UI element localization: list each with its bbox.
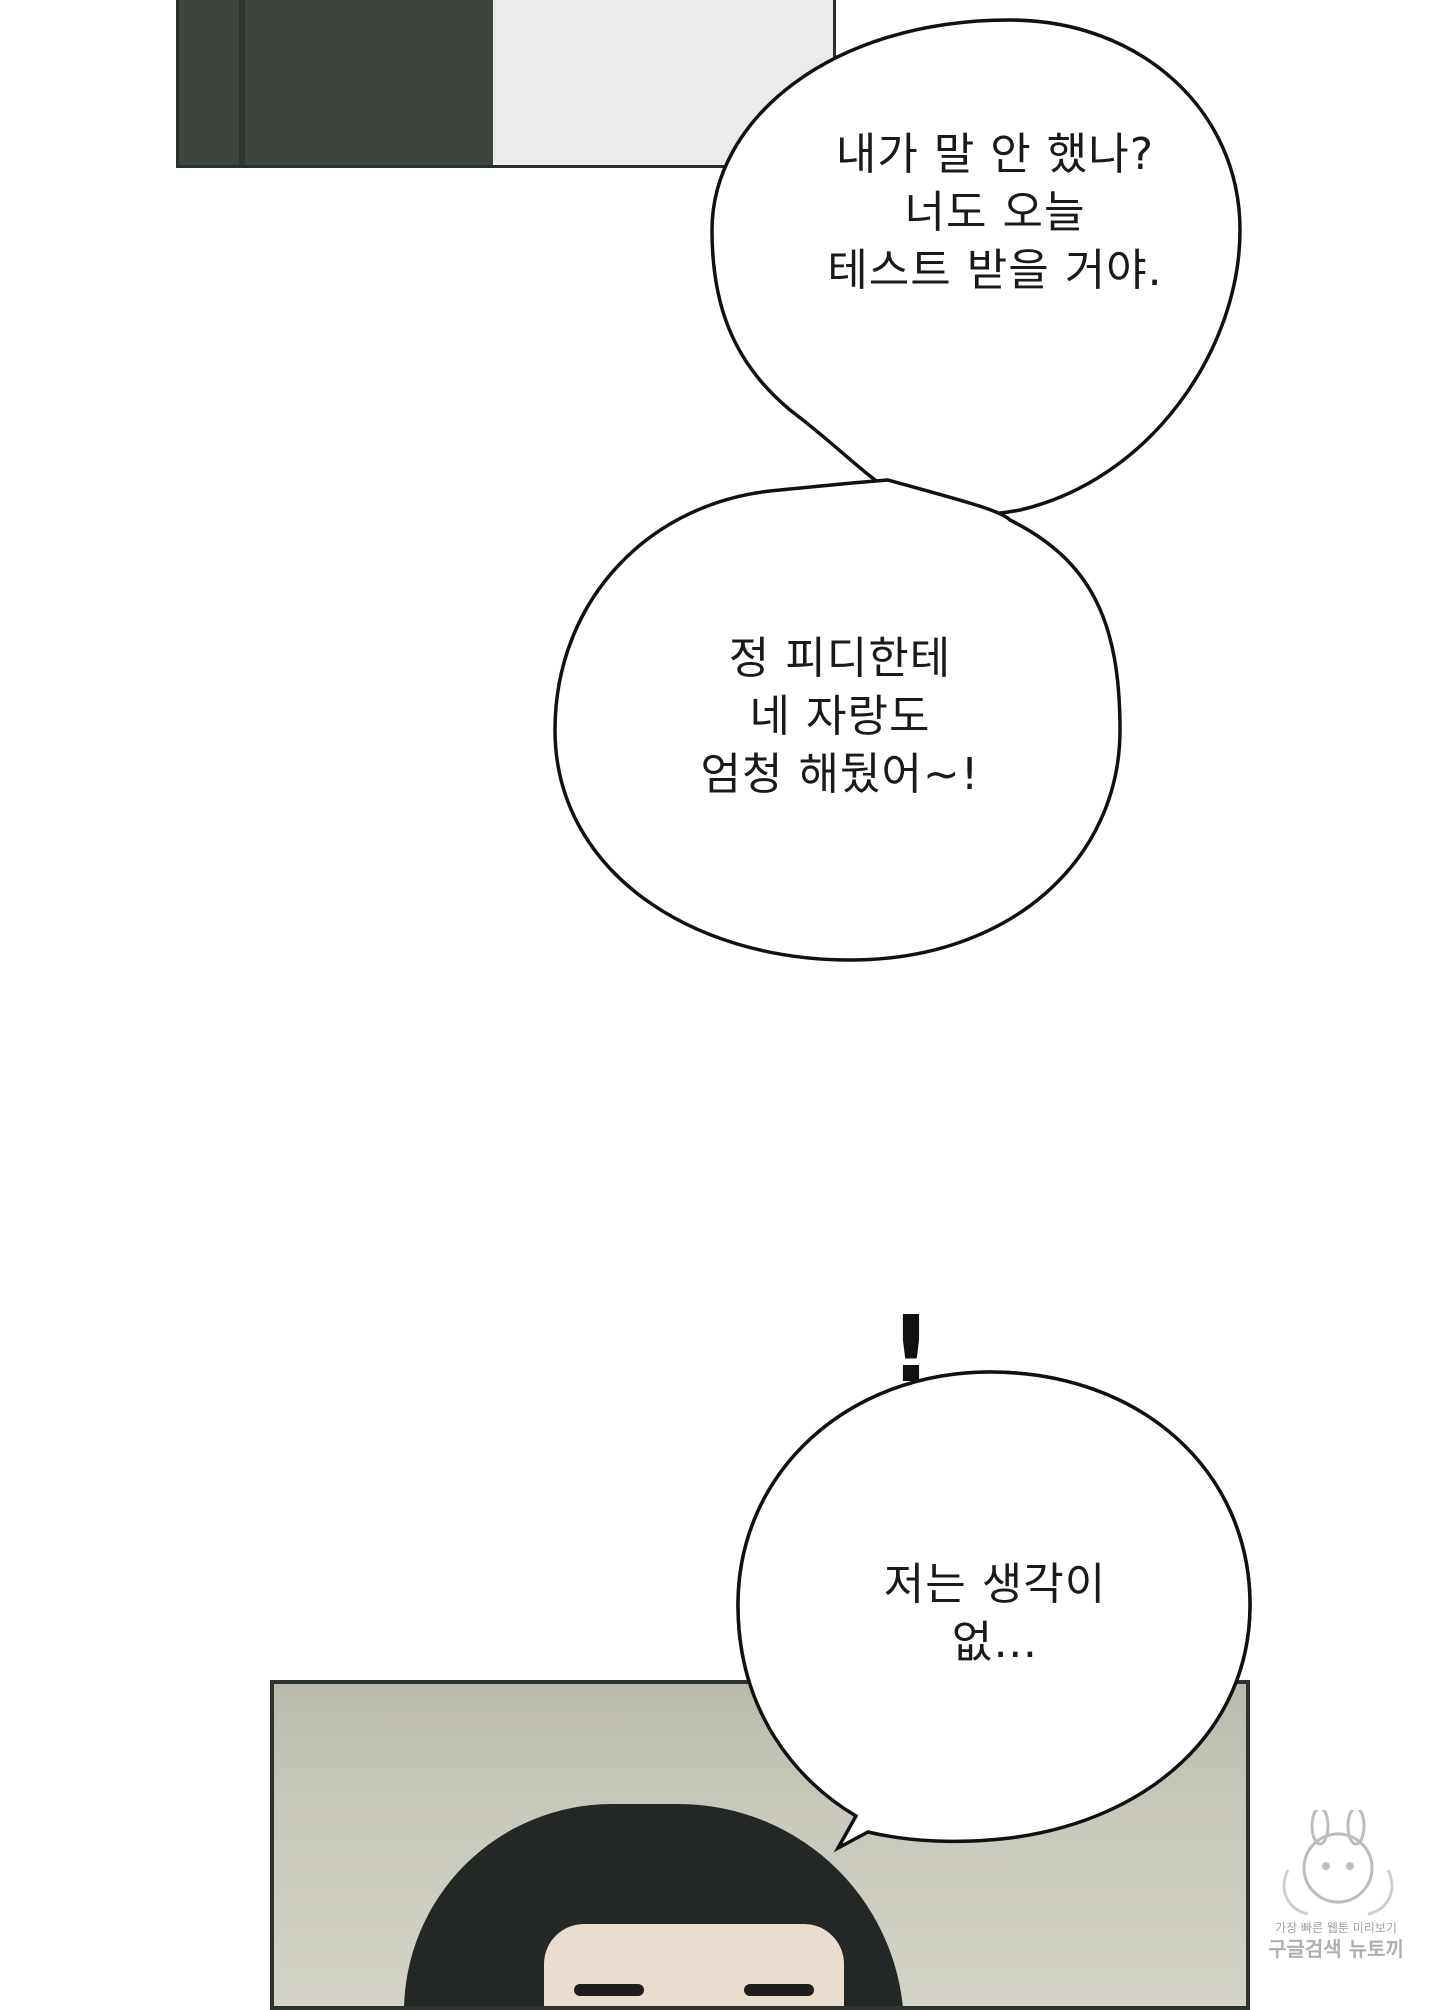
bubble-line: 엄청 해뒀어~!: [700, 749, 980, 800]
panel-shadow: [239, 0, 245, 165]
speech-bubble-1-text: 내가 말 안 했나? 너도 오늘 테스트 받을 거야.: [790, 126, 1200, 300]
bubble-line: 테스트 받을 거야.: [827, 245, 1163, 296]
watermark-site: 구글검색 뉴토끼: [1268, 1937, 1404, 1961]
bubble-line: 너도 오늘: [904, 187, 1086, 238]
speech-bubble-2-text: 정 피디한테 네 자랑도 엄청 해뒀어~!: [640, 630, 1040, 804]
bubble-line: 내가 말 안 했나?: [835, 129, 1155, 180]
bubble-line: 없…: [951, 1617, 1039, 1668]
watermark-tagline: 가장 빠른 웹툰 미리보기: [1275, 1921, 1397, 1935]
watermark: 가장 빠른 웹툰 미리보기 구글검색 뉴토끼: [1232, 1920, 1440, 2000]
speech-bubble-2-shape: [553, 478, 1122, 962]
speech-bubble-3-shape: [736, 1370, 1252, 1853]
bubble-line: 저는 생각이: [883, 1559, 1107, 1610]
bubble-line: 네 자랑도: [749, 691, 931, 742]
bottom-panel-illustration: [270, 1680, 1250, 2010]
character-eye: [744, 1984, 814, 1996]
watermark-logo-icon: [1282, 1810, 1394, 1916]
bubble-line: 정 피디한테: [728, 633, 952, 684]
character-eye: [574, 1984, 644, 1996]
speech-bubble-3-text: 저는 생각이 없…: [790, 1556, 1200, 1672]
top-panel-illustration: [176, 0, 836, 168]
